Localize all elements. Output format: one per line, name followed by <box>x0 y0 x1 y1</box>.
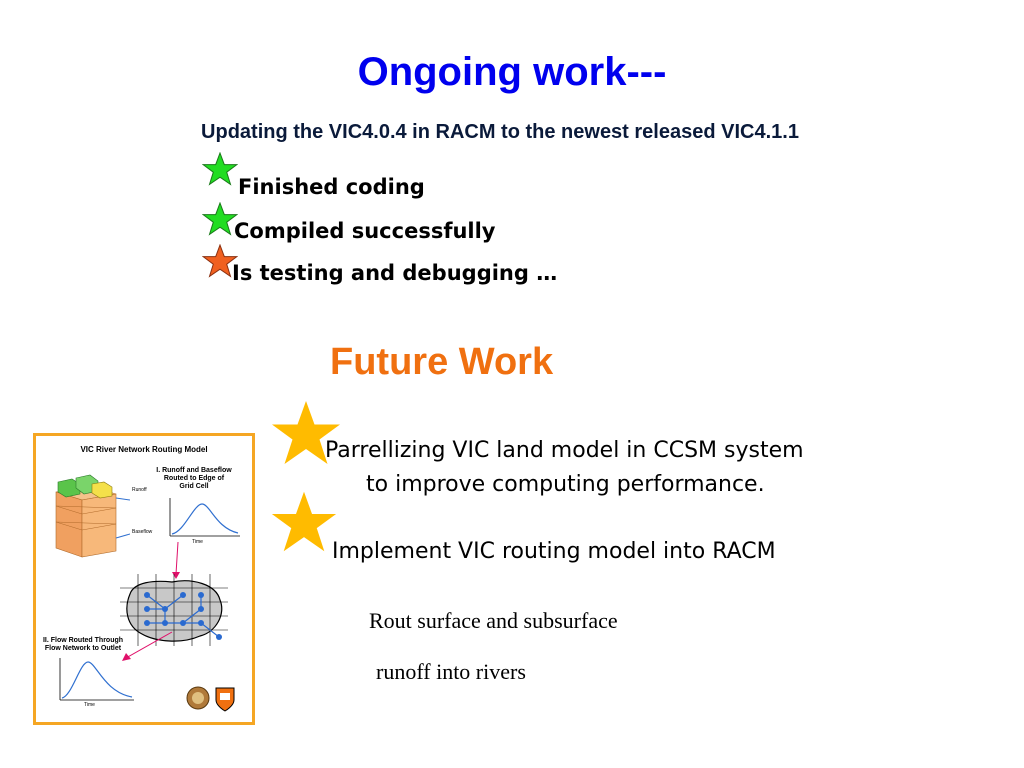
star-icon <box>271 491 337 552</box>
star-shape <box>271 491 337 552</box>
routing-note-line1: Rout surface and subsurface <box>369 608 618 633</box>
star-shape <box>202 202 238 236</box>
arrow-left-icon <box>122 631 173 661</box>
grid-network-graphic <box>120 574 228 646</box>
future-item-routing: Implement VIC routing model into RACM <box>332 539 776 564</box>
arrow-down-icon <box>172 541 180 579</box>
future-item-parallelizing: Parrellizing VIC land model in CCSM syst… <box>325 438 804 463</box>
step2-label: II. Flow Routed Through Flow Network to … <box>42 637 124 652</box>
routing-model-figure: VIC River Network Routing Model I. Runof… <box>33 433 255 725</box>
star-icon <box>202 152 238 186</box>
princeton-shield-logo <box>215 687 235 712</box>
runoff-label: Runoff <box>132 487 147 493</box>
star-icon <box>202 202 238 236</box>
star-icon <box>202 244 238 278</box>
star-shape <box>202 244 238 278</box>
ongoing-item-testing: Is testing and debugging … <box>232 261 558 285</box>
ongoing-item-finished-coding: Finished coding <box>238 175 425 199</box>
star-shape <box>272 401 340 464</box>
baseflow-label: Baseflow <box>132 529 153 535</box>
routing-note-line2: runoff into rivers <box>376 659 526 684</box>
slide-title: Ongoing work--- <box>357 50 667 94</box>
future-item-parallelizing-cont: to improve computing performance. <box>366 472 765 497</box>
star-shape <box>202 152 238 186</box>
university-seal-logo <box>186 686 210 710</box>
time-label-1: Time <box>192 539 203 545</box>
slide-subtitle: Updating the VIC4.0.4 in RACM to the new… <box>201 121 799 143</box>
hydrograph-2 <box>59 658 134 701</box>
ongoing-item-compiled: Compiled successfully <box>234 219 496 243</box>
hydrograph-1 <box>169 498 240 537</box>
step1-label: I. Runoff and Baseflow Routed to Edge of… <box>156 467 232 490</box>
future-work-title: Future Work <box>330 341 554 383</box>
figure-title: VIC River Network Routing Model <box>80 445 208 454</box>
soil-column-graphic <box>55 474 130 558</box>
star-icon <box>272 401 340 464</box>
time-label-2: Time <box>84 702 95 708</box>
